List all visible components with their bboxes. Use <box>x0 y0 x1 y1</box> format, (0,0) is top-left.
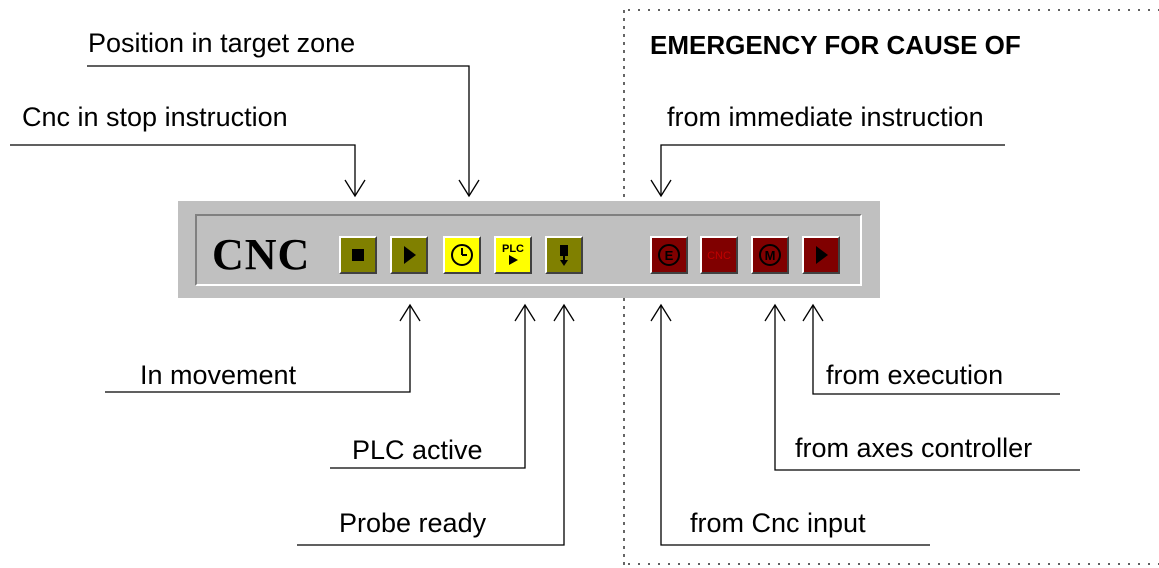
probe-ready-button[interactable] <box>545 236 583 274</box>
arrow-in-movement <box>399 303 421 322</box>
arrow-plc-active <box>514 303 536 322</box>
arrow-execution <box>802 303 824 322</box>
plc-icon: PLC <box>502 243 524 265</box>
label-cnc-in-stop-instruction: Cnc in stop instruction <box>22 102 288 132</box>
arrow-immediate-instruction <box>650 179 672 198</box>
emergency-play-icon <box>816 246 828 264</box>
leader-cnc-stop <box>10 144 356 196</box>
leader-probe-ready <box>297 305 565 546</box>
emergency-e-icon: E <box>658 244 680 266</box>
leader-plc-active <box>330 305 526 469</box>
emergency-m-icon: M <box>759 244 781 266</box>
target-clock-icon <box>451 244 473 266</box>
label-from-immediate-instruction: from immediate instruction <box>667 102 984 132</box>
leader-execution <box>812 305 1060 395</box>
plc-icon-text: PLC <box>502 243 524 255</box>
cnc-status-panel-inset <box>195 214 862 286</box>
leader-immediate-instruction <box>660 144 1005 196</box>
cnc-panel-title: CNC <box>212 230 311 279</box>
stop-icon <box>352 249 364 261</box>
label-from-execution: from execution <box>826 360 1004 390</box>
probe-icon <box>560 245 568 266</box>
leader-in-movement <box>105 305 411 393</box>
label-in-movement: In movement <box>140 360 297 390</box>
cnc-stop-button[interactable] <box>339 236 377 274</box>
emergency-immediate-button[interactable]: E <box>650 236 688 274</box>
label-probe-ready: Probe ready <box>339 508 487 538</box>
emergency-cnc-input-button[interactable]: CNC <box>700 236 738 274</box>
leader-position-target <box>87 65 470 196</box>
leader-axes-controller <box>774 305 1080 471</box>
label-from-axes-controller: from axes controller <box>795 433 1033 463</box>
play-icon <box>404 246 416 264</box>
arrow-cnc-input <box>650 303 672 322</box>
emergency-axes-controller-button[interactable]: M <box>751 236 789 274</box>
in-movement-button[interactable] <box>390 236 428 274</box>
arrow-probe-ready <box>553 303 575 322</box>
emergency-cnc-text: CNC <box>707 250 731 262</box>
label-from-cnc-input: from Cnc input <box>690 508 866 538</box>
emergency-e-text: E <box>665 248 674 263</box>
emergency-execution-button[interactable] <box>802 236 840 274</box>
plc-active-button[interactable]: PLC <box>494 236 532 274</box>
arrow-axes-controller <box>764 303 786 322</box>
emergency-cnc-icon: CNC <box>707 250 731 262</box>
target-zone-button[interactable] <box>443 236 481 274</box>
emergency-m-text: M <box>765 248 776 263</box>
arrow-position-target <box>458 179 480 198</box>
label-position-in-target-zone: Position in target zone <box>88 28 356 58</box>
arrow-cnc-stop <box>344 179 366 198</box>
emergency-heading: EMERGENCY FOR CAUSE OF <box>650 30 1021 60</box>
leader-cnc-input <box>660 305 930 546</box>
label-plc-active: PLC active <box>352 435 483 465</box>
